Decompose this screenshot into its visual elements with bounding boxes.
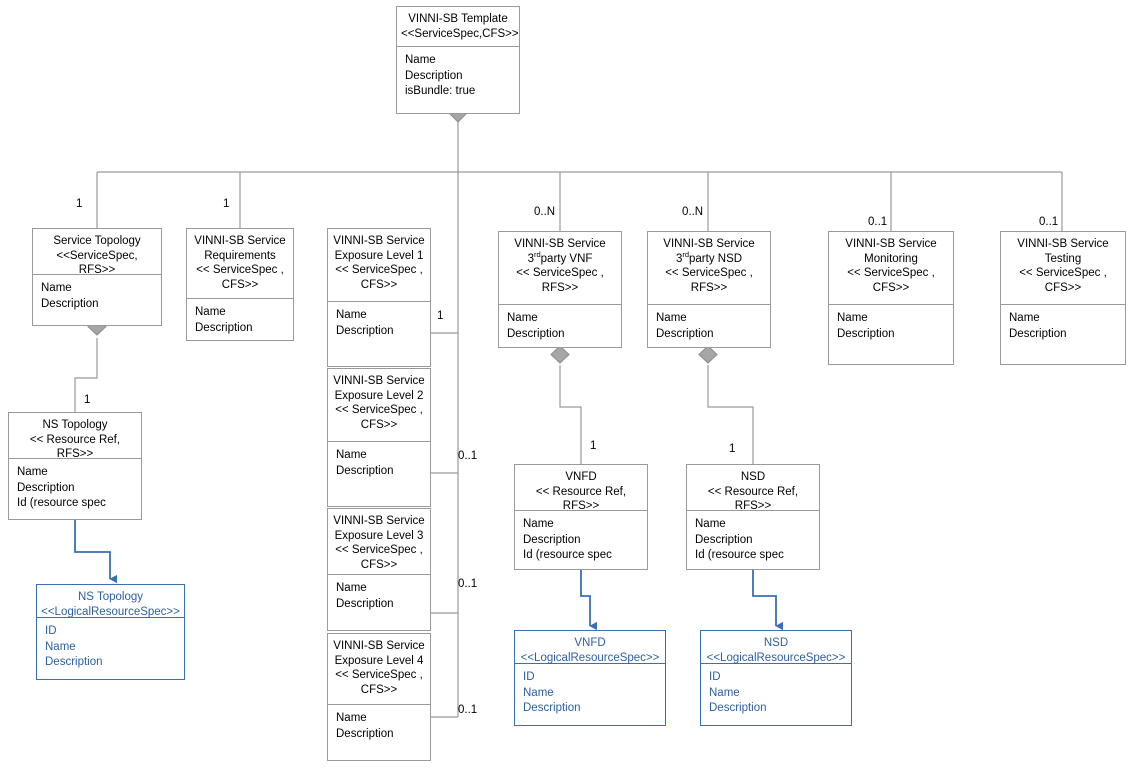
multiplicity-exposure-level-1: 1	[437, 310, 444, 322]
class-box-vnfd-resource-ref[interactable]: VNFD << Resource Ref, RFS>> Name Descrip…	[514, 464, 648, 570]
class-header-vnfd-logical-resource-spec: VNFD <<LogicalResourceSpec>>	[515, 631, 665, 664]
class-header-service-requirements: VINNI-SB Service Requirements << Service…	[187, 229, 293, 299]
multiplicity-vnfd: 1	[590, 440, 597, 452]
class-header-third-party-nsd: VINNI-SB Service 3rdparty NSD << Service…	[648, 232, 770, 305]
class-attributes-service-testing: Name Description	[1009, 312, 1067, 340]
class-attributes-service-topology: Name Description	[41, 282, 99, 310]
class-attributes-exposure-level-2: Name Description	[336, 449, 394, 477]
class-header-service-testing: VINNI-SB Service Testing << ServiceSpec …	[1001, 232, 1125, 305]
multiplicity-exposure-level-4: 0..1	[458, 704, 478, 716]
multiplicity-service-monitoring: 0..1	[868, 216, 888, 228]
class-header-third-party-vnf-line2: party VNF << ServiceSpec , RFS>>	[516, 252, 604, 294]
class-box-third-party-vnf[interactable]: VINNI-SB Service 3rdparty VNF << Service…	[498, 231, 622, 348]
class-attributes-ns-topology-logical-resource-spec: ID Name Description	[45, 625, 103, 668]
class-header-exposure-level-2: VINNI-SB Service Exposure Level 2 << Ser…	[328, 369, 430, 442]
class-attributes-exposure-level-1: Name Description	[336, 309, 394, 337]
class-header-exposure-level-3: VINNI-SB Service Exposure Level 3 << Ser…	[328, 509, 430, 575]
class-header-nsd-resource-ref: NSD << Resource Ref, RFS>>	[687, 465, 819, 512]
class-attributes-third-party-vnf: Name Description	[507, 312, 565, 340]
class-attributes-vinni-sb-template: Name Description isBundle: true	[405, 54, 476, 97]
class-header-vnfd-resource-ref: VNFD << Resource Ref, RFS>>	[515, 465, 647, 512]
class-header-third-party-vnf: VINNI-SB Service 3rdparty VNF << Service…	[499, 232, 621, 305]
class-header-service-monitoring: VINNI-SB Service Monitoring << ServiceSp…	[829, 232, 953, 305]
ordinal-suffix-rd: rd	[682, 249, 690, 259]
class-attributes-vnfd-logical-resource-spec: ID Name Description	[523, 671, 581, 714]
class-box-service-requirements[interactable]: VINNI-SB Service Requirements << Service…	[186, 228, 294, 341]
multiplicity-nsd: 1	[729, 443, 736, 455]
class-header-service-topology: Service Topology <<ServiceSpec, RFS>>	[33, 229, 161, 276]
class-box-exposure-level-3[interactable]: VINNI-SB Service Exposure Level 3 << Ser…	[327, 508, 431, 631]
class-attributes-service-requirements: Name Description	[195, 306, 253, 334]
class-attributes-vnfd-resource-ref: Name Description Id (resource spec	[523, 518, 612, 561]
class-header-third-party-vnf-line1: VINNI-SB Service 3	[514, 238, 606, 265]
class-box-exposure-level-1[interactable]: VINNI-SB Service Exposure Level 1 << Ser…	[327, 228, 431, 367]
multiplicity-third-party-vnf: 0..N	[534, 206, 556, 218]
class-box-ns-topology-logical-resource-spec[interactable]: NS Topology <<LogicalResourceSpec>> ID N…	[36, 584, 185, 680]
multiplicity-third-party-nsd: 0..N	[682, 206, 704, 218]
class-attributes-nsd-resource-ref: Name Description Id (resource spec	[695, 518, 784, 561]
class-attributes-nsd-logical-resource-spec: ID Name Description	[709, 671, 767, 714]
class-header-third-party-nsd-line2: party NSD << ServiceSpec , RFS>>	[665, 252, 753, 294]
class-attributes-third-party-nsd: Name Description	[656, 312, 714, 340]
class-box-exposure-level-2[interactable]: VINNI-SB Service Exposure Level 2 << Ser…	[327, 368, 431, 507]
class-box-nsd-resource-ref[interactable]: NSD << Resource Ref, RFS>> Name Descript…	[686, 464, 820, 570]
multiplicity-service-testing: 0..1	[1039, 216, 1059, 228]
class-attributes-service-monitoring: Name Description	[837, 312, 895, 340]
class-header-nsd-logical-resource-spec: NSD <<LogicalResourceSpec>>	[701, 631, 851, 664]
class-box-service-testing[interactable]: VINNI-SB Service Testing << ServiceSpec …	[1000, 231, 1126, 365]
class-header-third-party-nsd-line1: VINNI-SB Service 3	[663, 238, 755, 265]
class-box-service-monitoring[interactable]: VINNI-SB Service Monitoring << ServiceSp…	[828, 231, 954, 365]
class-header-exposure-level-1: VINNI-SB Service Exposure Level 1 << Ser…	[328, 229, 430, 302]
class-attributes-ns-topology-resource-ref: Name Description Id (resource spec	[17, 466, 106, 509]
class-box-third-party-nsd[interactable]: VINNI-SB Service 3rdparty NSD << Service…	[647, 231, 771, 348]
class-header-ns-topology-logical-resource-spec: NS Topology <<LogicalResourceSpec>>	[37, 585, 184, 618]
class-box-nsd-logical-resource-spec[interactable]: NSD <<LogicalResourceSpec>> ID Name Desc…	[700, 630, 852, 726]
multiplicity-ns-topology: 1	[84, 394, 91, 406]
class-box-ns-topology-resource-ref[interactable]: NS Topology << Resource Ref, RFS>> Name …	[8, 412, 142, 520]
multiplicity-service-topology: 1	[76, 198, 83, 210]
class-header-ns-topology-resource-ref: NS Topology << Resource Ref, RFS>>	[9, 413, 141, 460]
class-box-vinni-sb-template[interactable]: VINNI-SB Template <<ServiceSpec,CFS>> Na…	[396, 6, 520, 114]
multiplicity-service-requirements: 1	[223, 198, 230, 210]
class-header-vinni-sb-template: VINNI-SB Template <<ServiceSpec,CFS>>	[397, 7, 519, 47]
class-box-service-topology[interactable]: Service Topology <<ServiceSpec, RFS>> Na…	[32, 228, 162, 326]
ordinal-suffix-rd: rd	[533, 249, 541, 259]
class-box-vnfd-logical-resource-spec[interactable]: VNFD <<LogicalResourceSpec>> ID Name Des…	[514, 630, 666, 726]
multiplicity-exposure-level-3: 0..1	[458, 578, 478, 590]
class-attributes-exposure-level-4: Name Description	[336, 712, 394, 740]
class-box-exposure-level-4[interactable]: VINNI-SB Service Exposure Level 4 << Ser…	[327, 633, 431, 761]
class-attributes-exposure-level-3: Name Description	[336, 582, 394, 610]
multiplicity-exposure-level-2: 0..1	[458, 450, 478, 462]
class-header-exposure-level-4: VINNI-SB Service Exposure Level 4 << Ser…	[328, 634, 430, 705]
